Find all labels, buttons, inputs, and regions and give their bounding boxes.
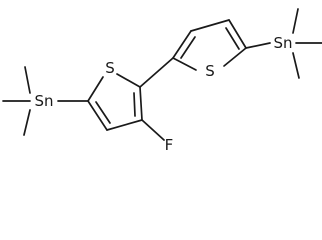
bond-c5p-tin-right	[245, 42, 271, 49]
bond-c3p-c4p	[190, 19, 230, 32]
bond-tin-right-methyl-up	[292, 8, 299, 34]
double-bond-c4-c5	[95, 101, 111, 124]
bond-c5p-s1p	[223, 47, 247, 67]
double-bond-c4p-c5p	[225, 27, 240, 50]
bond-c4p-c5p	[228, 19, 247, 49]
bond-tin-left-methyl-up	[24, 66, 31, 94]
bond-s1p-c2p	[172, 57, 197, 71]
right-trimethylstannyl	[292, 8, 322, 79]
fluorine-atom: F	[165, 136, 174, 154]
right-thiophene-ring	[172, 19, 247, 71]
bond-s1-c2	[116, 73, 141, 88]
bond-tin-right-methyl-down	[292, 52, 300, 79]
left-thiophene-ring	[87, 73, 143, 131]
bond-ring-bridge	[139, 57, 174, 88]
tin-atom-right: Sn	[273, 34, 292, 52]
sulfur-atom-left-ring: S	[105, 59, 115, 77]
sulfur-atom-right-ring: S	[205, 62, 215, 80]
bond-tin-left-methyl-down	[23, 109, 31, 136]
left-trimethylstannyl	[2, 66, 31, 136]
double-bond-c2-c3	[133, 92, 136, 117]
double-bond-c2p-c3p	[180, 36, 196, 59]
bithiophene-structure: S S F Sn Sn	[2, 8, 322, 154]
tin-atom-left: Sn	[34, 92, 53, 110]
bond-c2-c3	[139, 86, 143, 121]
bond-c3-fluorine	[141, 119, 165, 141]
bond-c2p-c3p	[172, 30, 192, 59]
bond-c3-c4	[106, 119, 143, 131]
bond-c5-s1	[87, 76, 104, 102]
bond-c4-c5	[87, 100, 108, 131]
